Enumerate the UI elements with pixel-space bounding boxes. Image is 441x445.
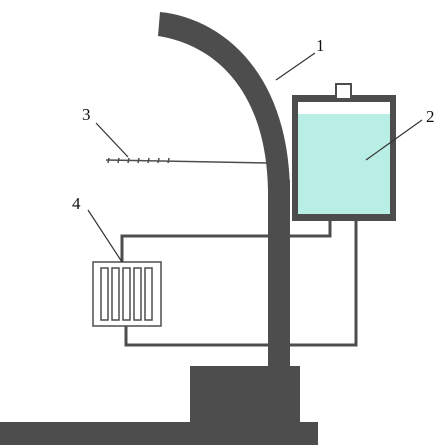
leader-line-2	[365, 119, 423, 161]
label-1: 1	[316, 36, 325, 55]
container-liquid	[298, 114, 390, 214]
support-column	[268, 180, 290, 370]
container-air	[298, 102, 390, 114]
rod-tick-marks	[107, 157, 170, 164]
base-floor	[0, 422, 318, 445]
base-pedestal	[190, 366, 300, 424]
container-cap	[335, 83, 352, 100]
label-4: 4	[72, 194, 81, 213]
leader-line-4	[87, 209, 123, 263]
label-2: 2	[426, 107, 435, 126]
rod	[105, 159, 269, 164]
pipe-lower	[124, 214, 358, 347]
pipe-upper	[120, 214, 332, 262]
leader-line-3	[95, 122, 129, 158]
radiator-fins	[100, 267, 153, 321]
curved-arm	[158, 12, 290, 190]
label-3: 3	[82, 105, 91, 124]
leader-line-1	[275, 52, 316, 81]
